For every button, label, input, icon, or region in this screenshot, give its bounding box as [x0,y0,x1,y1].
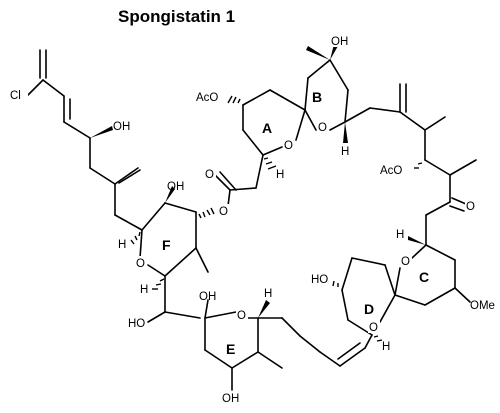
atom-labels: OH AcO O O H H Cl OH OH O O H O H HO OH … [10,34,495,405]
ho-hash-d [332,280,339,287]
linker-chain-bonds [257,317,373,367]
ring-label-b: B [312,89,322,105]
h-label-f2: H [140,284,148,296]
ome-label: OMe [470,300,495,312]
chlorodiene-chain [27,49,143,231]
cl-label: Cl [10,90,21,102]
h-label-b: H [341,146,349,158]
aco-hash-right [414,162,423,169]
h-label-c: H [396,229,404,241]
ring-b-bonds [304,59,446,161]
h-label-f1: H [118,239,126,251]
right-chain-bonds [424,159,477,216]
h-label-a: H [276,169,284,181]
ho-label-link: HO [128,318,145,330]
oh-label-b: OH [331,36,348,48]
o-label-ester-carbonyl: O [205,169,214,181]
ring-c-bonds [394,244,471,306]
o-label-ring-c: O [401,256,410,268]
h-wedge-e [258,300,270,318]
o-label-ring-b: O [318,122,327,134]
oh-label-chain: OH [113,121,130,133]
oh-wedge-chain [90,126,113,138]
h-label-d: H [382,341,390,353]
h-hash-d [373,335,383,342]
oh-label-f: OH [167,181,184,193]
h-hash-a [263,157,277,170]
bond-skeleton [27,44,477,391]
aco-label-right: AcO [380,165,402,177]
ring-label-e: E [226,341,235,357]
o-label-ring-d: O [369,322,378,334]
ester-o-hash [198,207,215,219]
oh-label-e2: OH [222,393,239,405]
o-label-ring-e: O [237,310,246,322]
oh-label-e1: OH [199,291,216,303]
h-wedge-b [343,122,348,143]
h-label-e: H [264,288,272,300]
methyl-wedge-b [306,46,330,60]
h-wedge-c [408,236,426,245]
oh-wedge-f [165,186,175,203]
ring-label-f: F [162,237,171,253]
aco-hash-a [227,95,241,104]
o-label-ester: O [219,206,228,218]
ring-label-d: D [364,301,374,317]
compound-title: Spongistatin 1 [118,7,235,26]
ring-a-bonds [242,89,306,156]
ring-f-bonds [139,202,209,323]
oh-wedge-b [330,44,338,60]
o-label-ring-f: O [136,258,145,270]
ring-letters: A B C D E F [162,89,429,357]
ho-label-d: HO [311,274,328,286]
aco-label-a: AcO [196,92,218,104]
ring-e-bonds [204,299,283,391]
h-hash-f1 [130,231,141,245]
h-hash-f2 [152,278,165,290]
ring-label-a: A [262,120,272,136]
ring-label-c: C [419,269,429,285]
o-label-ketone: O [466,201,475,213]
o-label-ring-a: O [284,140,293,152]
